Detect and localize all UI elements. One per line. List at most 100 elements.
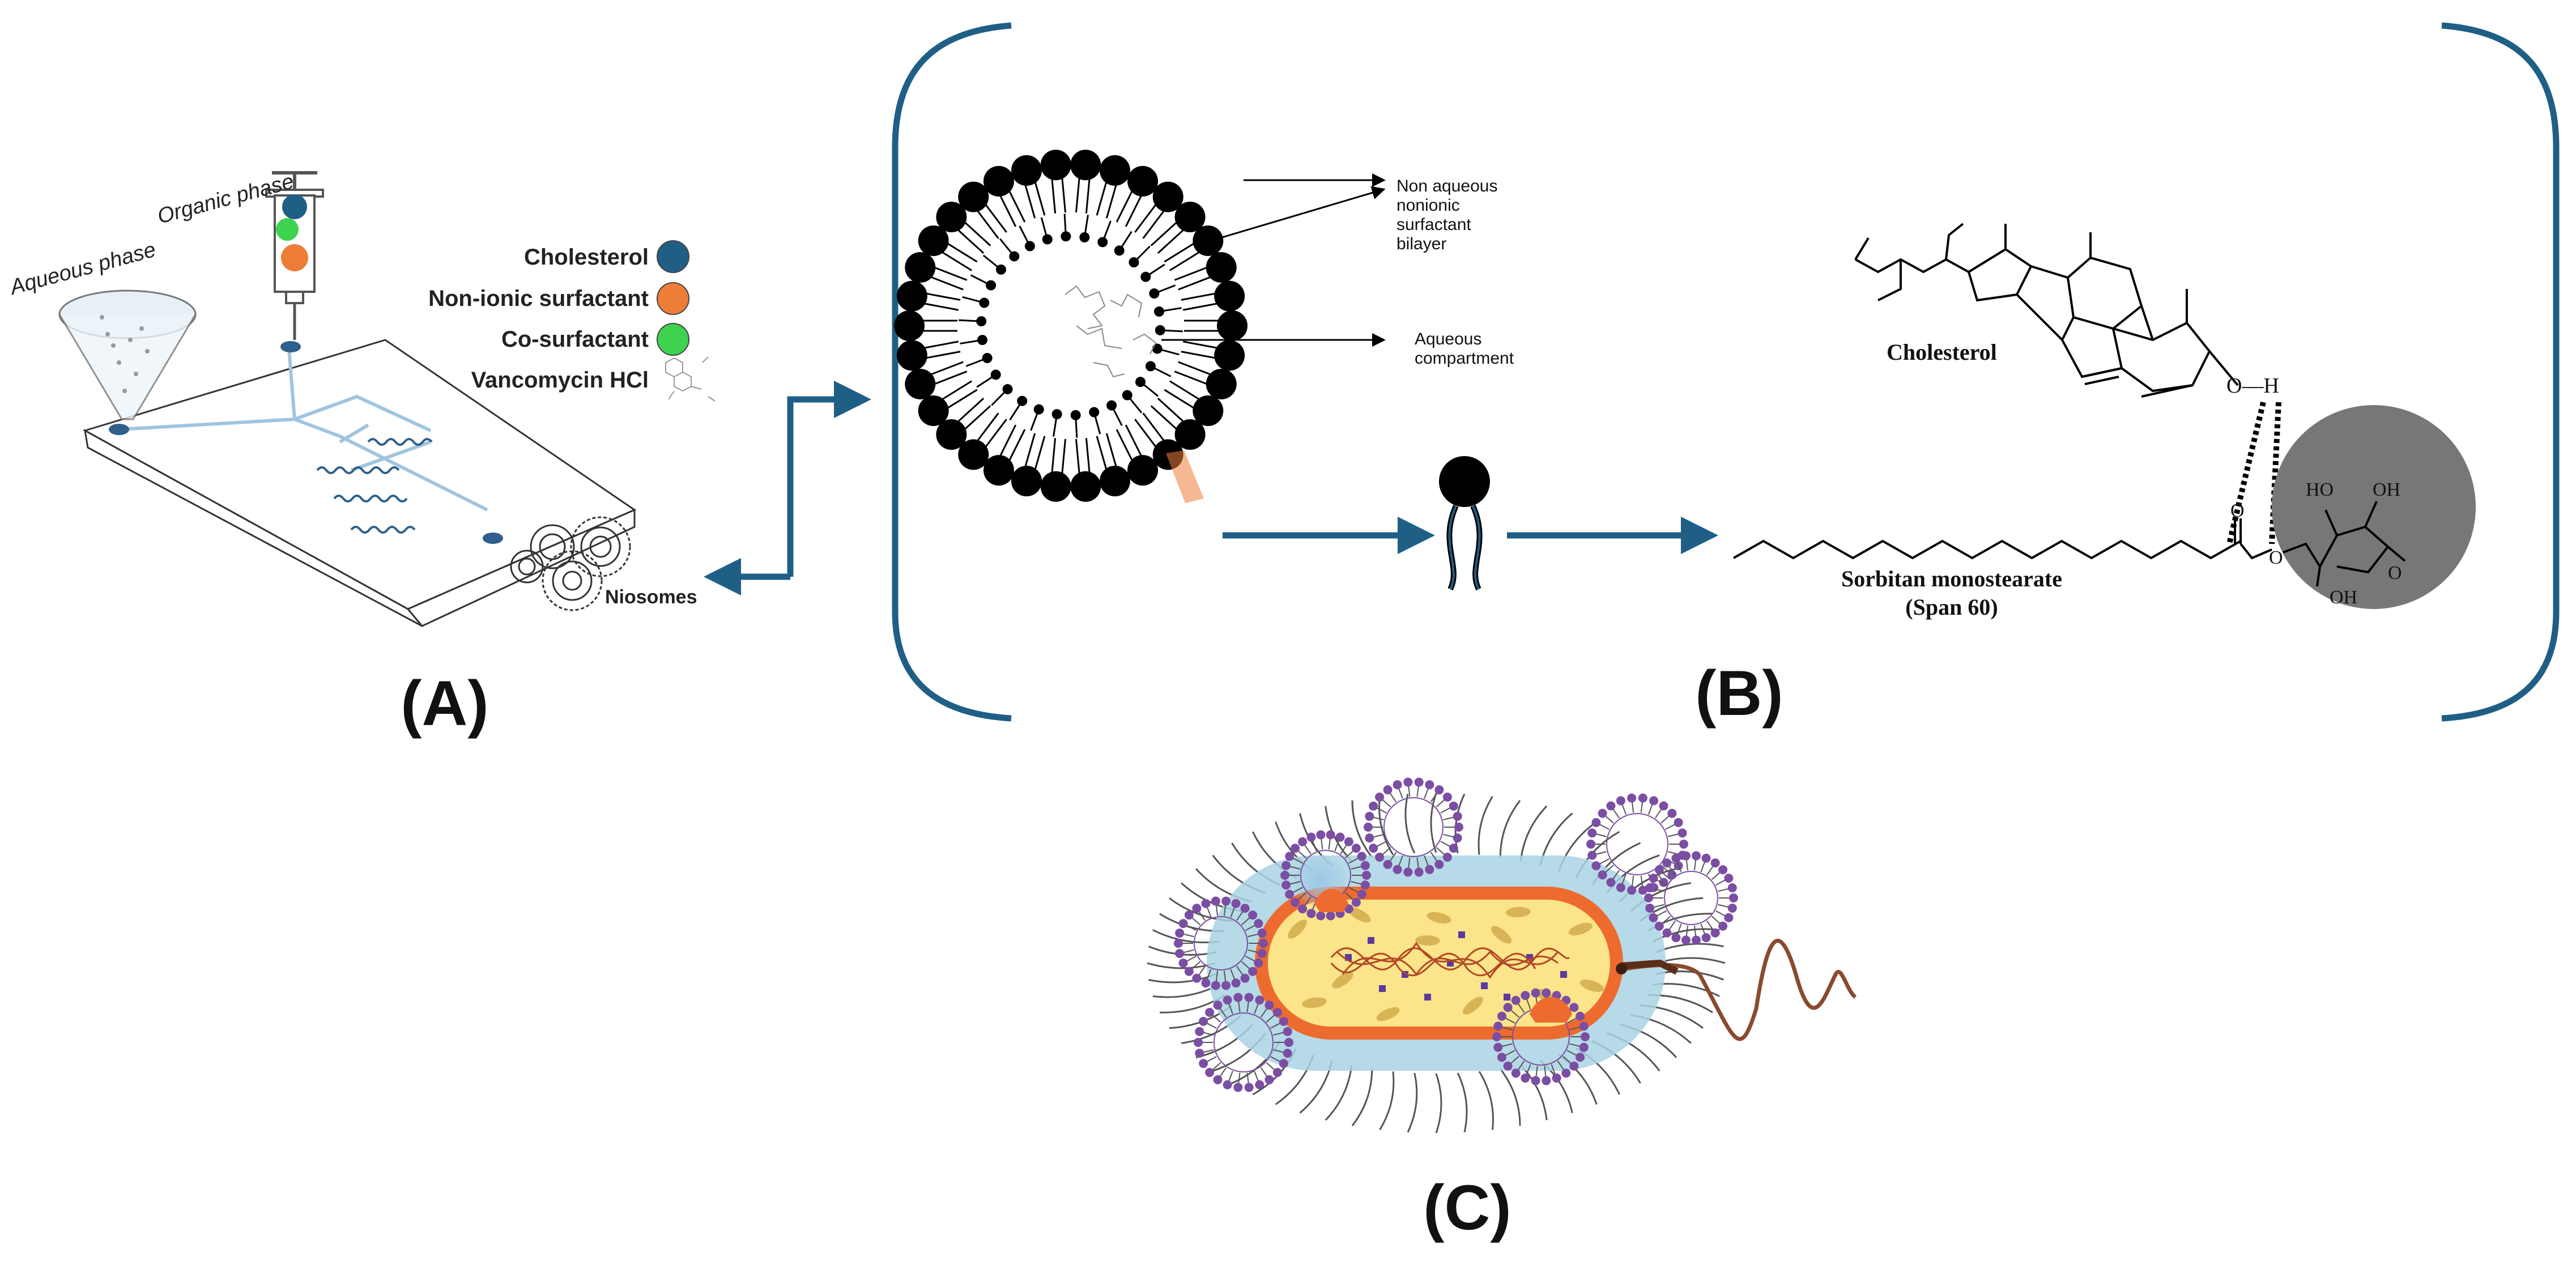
niosome-head bbox=[1606, 878, 1616, 887]
fimbria bbox=[1655, 970, 1725, 981]
niosome-head bbox=[1552, 1073, 1561, 1083]
niosome-head bbox=[1233, 993, 1243, 1002]
drug-particle bbox=[1458, 931, 1465, 938]
niosome-head bbox=[1213, 1000, 1223, 1010]
niosome-head bbox=[1569, 1061, 1579, 1071]
outer-head-group bbox=[1152, 181, 1183, 212]
drug-particle bbox=[1481, 982, 1488, 989]
niosome-head bbox=[1205, 1007, 1215, 1017]
fimbria bbox=[1519, 805, 1548, 862]
niosome-inner-ring bbox=[1664, 871, 1718, 925]
ribosome bbox=[1579, 980, 1604, 992]
ribosome bbox=[1302, 997, 1327, 1008]
inner-head-group bbox=[1051, 409, 1062, 420]
niosome-head bbox=[1710, 858, 1720, 868]
inner-head-group bbox=[1122, 390, 1132, 401]
inner-head-group bbox=[1149, 288, 1160, 299]
outer-head-group bbox=[1127, 455, 1159, 486]
niosome-head bbox=[1375, 853, 1385, 862]
niosome-head bbox=[1493, 1021, 1503, 1031]
span60-structure bbox=[1733, 501, 2406, 587]
niosome-head bbox=[1213, 1075, 1223, 1084]
niosome-head bbox=[1587, 828, 1597, 838]
niosome-head bbox=[1178, 919, 1188, 929]
niosome-head bbox=[1184, 967, 1194, 976]
niosome-head bbox=[1586, 840, 1595, 849]
bilayer-label-line-3: surfactant bbox=[1396, 215, 1471, 234]
niosome-head bbox=[1667, 808, 1677, 818]
inner-head-group bbox=[995, 264, 1006, 275]
inner-head-group bbox=[1079, 232, 1090, 242]
span60-label-line-2: (Span 60) bbox=[1905, 594, 1998, 620]
highlighted-surfactant bbox=[1166, 450, 1204, 503]
niosome-head bbox=[1681, 851, 1691, 861]
niosome-head bbox=[1205, 1068, 1215, 1078]
niosome-head bbox=[1298, 837, 1308, 846]
outer-head-group bbox=[983, 165, 1014, 197]
niosome-head bbox=[1174, 939, 1183, 948]
niosome-head bbox=[1201, 899, 1211, 908]
ribosome bbox=[1568, 922, 1593, 936]
niosome-inner-ring bbox=[1214, 1012, 1274, 1072]
niosome-head bbox=[1638, 885, 1647, 895]
niosome-head bbox=[1369, 844, 1378, 853]
niosome-head bbox=[1244, 1083, 1254, 1092]
niosome-head bbox=[1211, 981, 1220, 990]
niosome-head bbox=[1201, 978, 1211, 988]
niosome-head bbox=[1606, 801, 1616, 811]
niosome-head bbox=[1221, 981, 1231, 990]
inner-head-group bbox=[1155, 325, 1165, 335]
niosome-head bbox=[1285, 851, 1295, 861]
organic-syringe bbox=[265, 171, 324, 340]
niosome-head bbox=[1727, 883, 1737, 893]
niosome-head bbox=[1351, 897, 1361, 907]
niosome-head bbox=[1231, 978, 1241, 988]
ribosome bbox=[1506, 906, 1531, 918]
niosome-head bbox=[1255, 995, 1264, 1005]
inner-head-group bbox=[1153, 306, 1164, 317]
syringe-cholesterol-dot bbox=[282, 194, 307, 219]
niosome-head bbox=[1503, 1003, 1513, 1012]
niosome-head bbox=[1579, 1042, 1589, 1052]
outer-head-group bbox=[958, 439, 989, 470]
niosome-head bbox=[1692, 851, 1701, 861]
aqueous-inlet bbox=[109, 424, 129, 435]
niosome-inner-ring bbox=[1194, 916, 1248, 970]
outer-head-group bbox=[905, 368, 936, 399]
niosome-head bbox=[1434, 785, 1444, 795]
panel-c-label: (C) bbox=[1423, 1172, 1511, 1243]
niosome-head bbox=[1692, 935, 1701, 945]
outer-head-group bbox=[1099, 466, 1130, 497]
niosome-head bbox=[1627, 793, 1637, 803]
niosome-head bbox=[1221, 896, 1231, 906]
outer-head-group bbox=[936, 419, 967, 450]
niosome-head bbox=[1724, 874, 1734, 883]
niosome-head bbox=[1283, 1027, 1292, 1036]
outer-head-group bbox=[1040, 150, 1071, 181]
niosome-head bbox=[1223, 995, 1232, 1005]
niosome-head bbox=[1199, 1059, 1208, 1068]
niosome-head bbox=[1195, 1049, 1204, 1058]
ribosome bbox=[1491, 926, 1512, 944]
panel-a-microfluidic-diagram: Aqueous phase Organic phase Cholesterol … bbox=[7, 169, 716, 739]
outer-head-group bbox=[1070, 150, 1101, 181]
niosome-head bbox=[1576, 1053, 1585, 1062]
inner-head-group bbox=[982, 352, 993, 363]
inner-head-group bbox=[1024, 241, 1035, 252]
drug-particle bbox=[1379, 985, 1386, 992]
niosome-head bbox=[1283, 1049, 1292, 1058]
cholesterol-oh-label: O—H bbox=[2226, 374, 2279, 398]
fimbria bbox=[1457, 1072, 1468, 1132]
niosome-head bbox=[1503, 1061, 1513, 1071]
inner-head-group bbox=[1145, 361, 1156, 372]
outer-head-group bbox=[1206, 252, 1237, 283]
niosome-head bbox=[1511, 995, 1521, 1005]
niosome-head bbox=[1453, 833, 1462, 843]
outer-head-group bbox=[905, 252, 936, 283]
niosome-head bbox=[1383, 785, 1393, 795]
inner-head-group bbox=[1114, 245, 1125, 256]
niosome-head bbox=[1442, 792, 1452, 802]
fimbria bbox=[1407, 1072, 1418, 1133]
fimbria bbox=[1404, 794, 1416, 854]
niosome-head bbox=[1178, 958, 1188, 968]
